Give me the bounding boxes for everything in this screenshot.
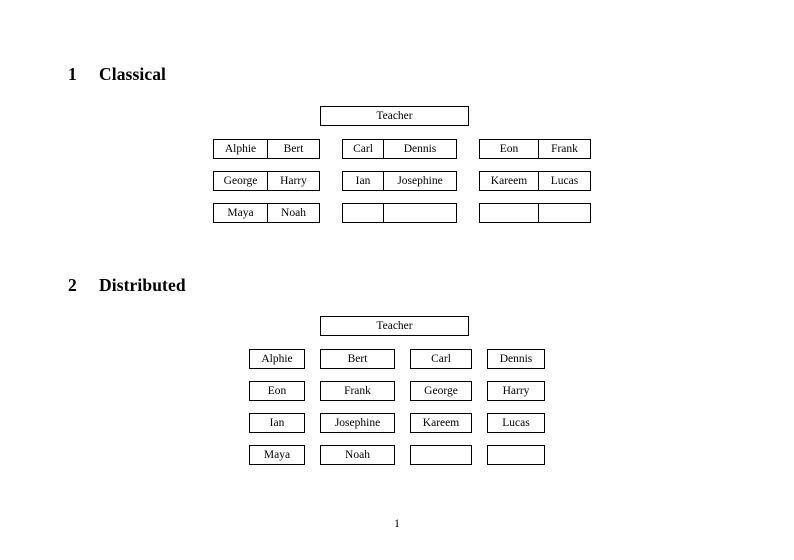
section-title: Classical [99, 64, 167, 84]
student-cell-empty [538, 204, 590, 222]
table-row: Carl Dennis [342, 139, 457, 159]
student-box: Frank [320, 381, 395, 401]
student-box: Josephine [320, 413, 395, 433]
table-row: Alphie Bert [213, 139, 320, 159]
classical-student-tables: Alphie Bert George Harry Maya Noah Carl … [213, 139, 591, 223]
student-cell: Noah [267, 204, 319, 222]
section-number: 2 [68, 275, 77, 295]
table-row: Kareem Lucas [479, 171, 591, 191]
student-box: Lucas [487, 413, 545, 433]
distributed-column-1: Alphie Eon Ian Maya [249, 349, 305, 465]
table-row: George Harry [213, 171, 320, 191]
student-cell: Josephine [383, 172, 456, 190]
page-number: 1 [394, 518, 400, 530]
distributed-column-2: Bert Frank Josephine Noah [320, 349, 395, 465]
table-row: Eon Frank [479, 139, 591, 159]
student-box: Carl [410, 349, 472, 369]
teacher-box-classical: Teacher [320, 106, 469, 126]
student-cell-empty [480, 204, 538, 222]
student-box-empty [487, 445, 545, 465]
student-box-empty [410, 445, 472, 465]
student-cell: Harry [267, 172, 319, 190]
table-row: Maya Noah [213, 203, 320, 223]
student-box: Kareem [410, 413, 472, 433]
table-row [479, 203, 591, 223]
student-box: Maya [249, 445, 305, 465]
section-heading-classical: 1 Classical [68, 64, 166, 85]
student-box: George [410, 381, 472, 401]
student-group-b: Carl Dennis Ian Josephine [342, 139, 457, 223]
student-cell: Eon [499, 143, 519, 155]
student-box: Ian [249, 413, 305, 433]
student-cell: Alphie [224, 143, 257, 155]
student-cell: Maya [227, 207, 254, 219]
student-cell-empty [383, 204, 456, 222]
student-cell: Bert [267, 140, 319, 158]
section-heading-distributed: 2 Distributed [68, 275, 186, 296]
student-cell: Ian [355, 175, 371, 187]
student-box: Eon [249, 381, 305, 401]
student-box: Bert [320, 349, 395, 369]
student-cell-empty [343, 204, 383, 222]
student-cell: Frank [538, 140, 590, 158]
distributed-student-grid: Alphie Eon Ian Maya Bert Frank Josephine… [249, 349, 545, 465]
student-cell: Kareem [490, 175, 528, 187]
student-group-a: Alphie Bert George Harry Maya Noah [213, 139, 320, 223]
student-box: Noah [320, 445, 395, 465]
distributed-column-3: Carl George Kareem [410, 349, 472, 465]
student-cell: George [223, 175, 258, 187]
student-box: Harry [487, 381, 545, 401]
section-title: Distributed [99, 275, 186, 295]
student-cell: Lucas [538, 172, 590, 190]
table-row: Ian Josephine [342, 171, 457, 191]
student-cell: Dennis [383, 140, 456, 158]
student-cell: Carl [353, 143, 373, 155]
student-box: Dennis [487, 349, 545, 369]
section-number: 1 [68, 64, 77, 84]
table-row [342, 203, 457, 223]
student-group-c: Eon Frank Kareem Lucas [479, 139, 591, 223]
distributed-column-4: Dennis Harry Lucas [487, 349, 545, 465]
student-box: Alphie [249, 349, 305, 369]
teacher-box-distributed: Teacher [320, 316, 469, 336]
